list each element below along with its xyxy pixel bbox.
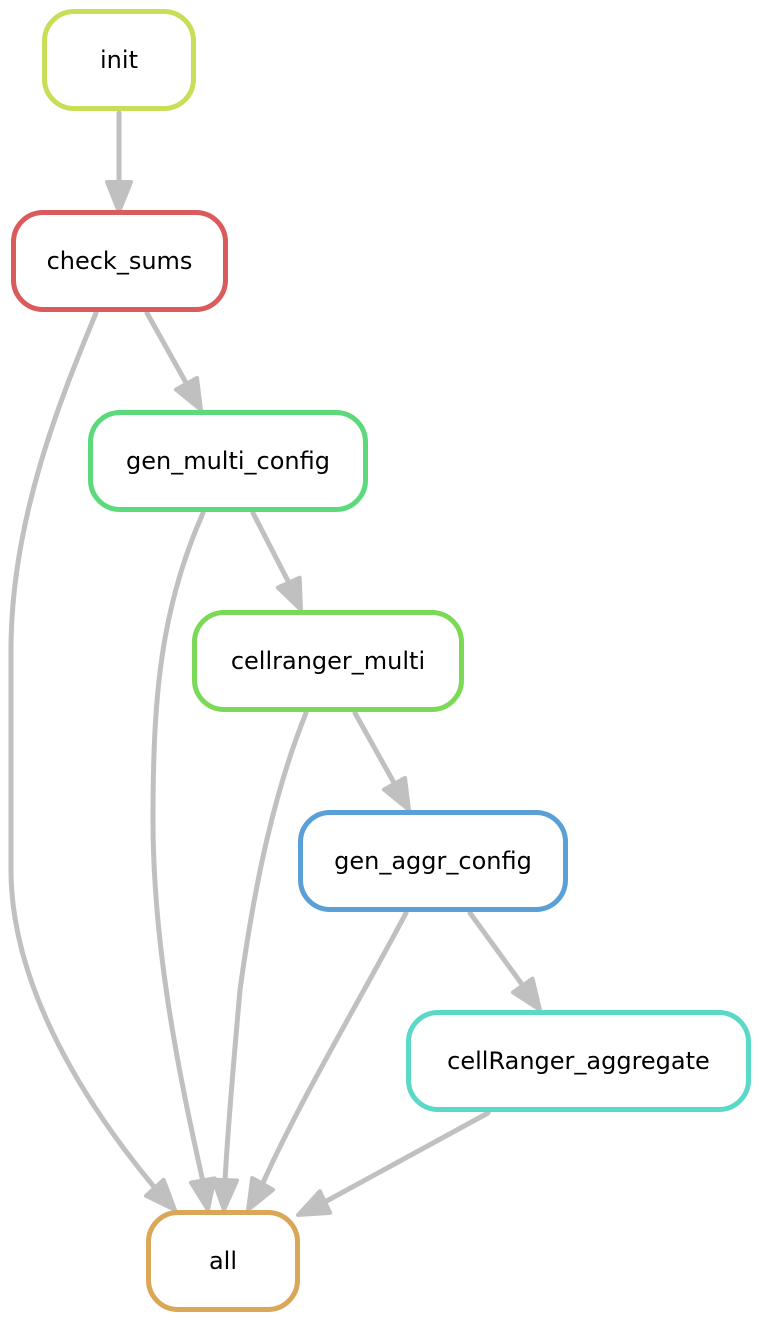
edge-cellranger-aggregate-to-all [296,1110,491,1217]
node-gen-multi-config[interactable]: gen_multi_config [88,410,368,512]
arrowhead-icon [188,1176,217,1212]
node-label-cellranger-multi: cellranger_multi [230,647,426,675]
node-gen-aggr-config[interactable]: gen_aggr_config [298,810,568,912]
edge-init-to-check-sums [105,110,133,214]
edge-gen-multi-config-to-cellranger-multi [250,510,303,612]
node-cellranger-aggregate[interactable]: cellRanger_aggregate [406,1010,751,1112]
arrowhead-icon [174,375,203,412]
edge-line [320,1110,491,1206]
node-label-all: all [208,1247,238,1275]
node-init[interactable]: init [42,9,196,111]
edge-line [222,710,309,1185]
node-label-cellranger-aggregate: cellRanger_aggregate [447,1047,710,1075]
edge-gen-aggr-config-to-all [246,910,409,1212]
arrowhead-icon [275,575,303,612]
edge-check-sums-to-gen-multi-config [144,310,203,412]
arrowhead-icon [296,1189,333,1217]
arrowhead-icon [105,180,133,214]
arrowhead-icon [382,775,411,812]
node-cellranger-multi[interactable]: cellranger_multi [192,610,464,712]
node-label-gen-aggr-config: gen_aggr_config [334,847,532,875]
edge-cellranger-multi-to-all [211,710,309,1212]
edge-line [150,510,206,1185]
edge-line [144,310,188,384]
edge-gen-multi-config-to-all [150,510,217,1212]
node-label-check-sums: check_sums [46,247,193,275]
edge-line [250,510,291,584]
edge-line [467,910,524,986]
node-label-gen-multi-config: gen_multi_config [126,447,330,475]
node-check-sums[interactable]: check_sums [11,210,228,312]
arrowhead-icon [246,1175,276,1212]
arrowhead-icon [143,1177,177,1212]
edge-check-sums-to-all [8,310,177,1212]
edge-line [8,310,158,1191]
arrowhead-icon [510,976,542,1012]
edge-gen-aggr-config-to-cellranger-aggregate [467,910,542,1012]
node-label-init: init [100,46,138,74]
edge-cellranger-multi-to-gen-aggr-config [352,710,411,812]
node-all[interactable]: all [146,1210,300,1312]
edge-line [352,710,396,784]
edge-line [259,910,409,1188]
arrowhead-icon [211,1177,240,1212]
